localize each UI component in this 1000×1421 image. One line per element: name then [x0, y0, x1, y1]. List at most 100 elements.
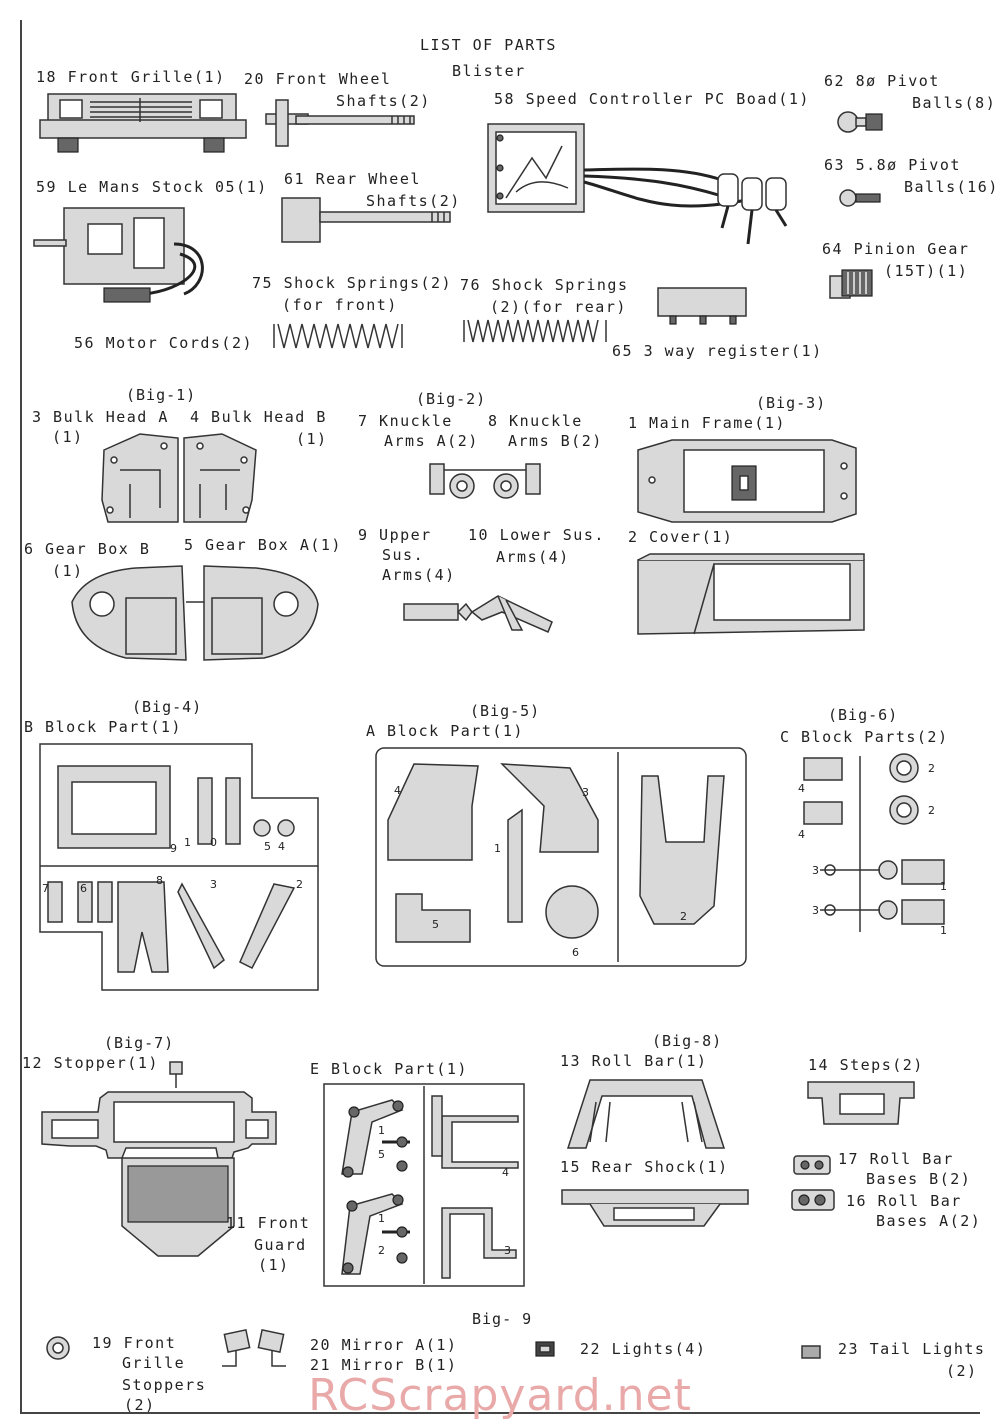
svg-text:5: 5 — [264, 840, 271, 853]
bulk-head-illustration — [101, 433, 257, 523]
stopper-illustration — [41, 1061, 277, 1257]
label-tail-lights-qty: (2) — [946, 1362, 978, 1380]
svg-text:7: 7 — [42, 882, 49, 895]
page-title: LIST OF PARTS — [420, 36, 557, 54]
svg-text:4: 4 — [798, 782, 805, 795]
svg-text:9: 9 — [170, 842, 177, 855]
svg-text:8: 8 — [156, 874, 163, 887]
tail-light-illustration — [801, 1345, 821, 1359]
label-c-block-parts: C Block Parts(2) — [780, 728, 949, 746]
steps-illustration — [807, 1081, 915, 1125]
svg-text:2: 2 — [378, 1244, 385, 1257]
svg-text:1: 1 — [184, 836, 191, 849]
label-upper-sus-arms-2: Sus. — [382, 546, 425, 564]
svg-text:5: 5 — [432, 918, 439, 931]
group-big-3: (Big-3) — [756, 394, 827, 412]
svg-text:4: 4 — [394, 784, 401, 797]
label-rear-springs-note: (2)(for rear) — [490, 298, 627, 316]
label-5-8mm-pivot-balls-qty: Balls(16) — [904, 178, 999, 196]
speed-controller-illustration — [487, 123, 788, 245]
label-a-block-part: A Block Part(1) — [366, 722, 524, 740]
label-roll-bar-bases-b: 17 Roll Bar — [838, 1150, 954, 1168]
svg-text:5: 5 — [378, 1148, 385, 1161]
label-le-mans-motor: 59 Le Mans Stock 05(1) — [36, 178, 268, 196]
label-e-block-part: E Block Part(1) — [310, 1060, 468, 1078]
label-front-wheel-shafts: 20 Front Wheel — [244, 70, 392, 88]
svg-text:2: 2 — [296, 878, 303, 891]
label-front-wheel-shafts-qty: Shafts(2) — [336, 92, 431, 110]
label-knuckle-arms-b-qty: Arms B(2) — [508, 432, 603, 450]
8mm-pivot-ball-illustration — [837, 111, 883, 133]
label-upper-sus-arms-qty: Arms(4) — [382, 566, 456, 584]
svg-text:2: 2 — [928, 804, 935, 817]
svg-text:1: 1 — [940, 924, 947, 937]
group-big-4: (Big-4) — [132, 698, 203, 716]
label-3-way-register: 65 3 way register(1) — [612, 342, 823, 360]
svg-text:4: 4 — [278, 840, 285, 853]
front-grille-illustration — [39, 93, 247, 153]
e-block-part-illustration: 15 12 43 — [323, 1083, 525, 1287]
label-8mm-pivot-balls: 62 8ø Pivot — [824, 72, 940, 90]
knuckle-arms-illustration — [429, 463, 541, 499]
label-front-grille-stoppers-2: Grille — [122, 1354, 186, 1372]
label-roll-bar-bases-b-qty: Bases B(2) — [866, 1170, 972, 1188]
svg-text:3: 3 — [582, 786, 589, 799]
label-upper-sus-arms: 9 Upper — [358, 526, 432, 544]
label-mirror-a: 20 Mirror A(1) — [310, 1336, 458, 1354]
three-way-register-illustration — [657, 287, 747, 325]
group-big-5: (Big-5) — [470, 702, 541, 720]
pinion-gear-illustration — [829, 269, 873, 299]
light-illustration — [535, 1341, 555, 1357]
label-bulk-head-b: 4 Bulk Head B — [190, 408, 327, 426]
label-bulk-head-a-qty: (1) — [52, 428, 84, 446]
svg-text:2: 2 — [680, 910, 687, 923]
group-big-1: (Big-1) — [126, 386, 197, 404]
svg-text:4: 4 — [502, 1166, 509, 1179]
svg-text:1: 1 — [378, 1212, 385, 1225]
page-border — [20, 20, 980, 1414]
label-lower-sus-arms: 10 Lower Sus. — [468, 526, 605, 544]
gear-box-illustration — [71, 565, 319, 661]
label-gear-box-b-qty: (1) — [52, 562, 84, 580]
label-rear-shock: 15 Rear Shock(1) — [560, 1158, 729, 1176]
label-rear-wheel-shafts-qty: Shafts(2) — [366, 192, 461, 210]
label-lights: 22 Lights(4) — [580, 1340, 707, 1358]
roll-bar-illustration — [566, 1079, 726, 1149]
svg-text:3: 3 — [210, 878, 217, 891]
c-block-parts-illustration: 44 22 33 11 — [798, 753, 947, 937]
watermark: RCScrapyard.net — [308, 1370, 692, 1421]
label-rear-springs: 76 Shock Springs — [460, 276, 629, 294]
label-roll-bar-bases-a-qty: Bases A(2) — [876, 1212, 982, 1230]
label-lower-sus-arms-qty: Arms(4) — [496, 548, 570, 566]
label-roll-bar: 13 Roll Bar(1) — [560, 1052, 708, 1070]
label-front-grille-stoppers: 19 Front — [92, 1334, 177, 1352]
label-front-guard-qty: (1) — [258, 1256, 290, 1274]
front-wheel-shaft-illustration — [265, 99, 415, 147]
roll-bar-base-a-illustration — [791, 1189, 835, 1211]
front-grille-stopper-illustration — [46, 1336, 70, 1360]
label-front-guard: 11 Front — [226, 1214, 311, 1232]
svg-text:3: 3 — [504, 1244, 511, 1257]
label-knuckle-arms-a-qty: Arms A(2) — [384, 432, 479, 450]
label-knuckle-arms-b: 8 Knuckle — [488, 412, 583, 430]
rear-spring-illustration — [463, 319, 607, 343]
label-motor-cords: 56 Motor Cords(2) — [74, 334, 254, 352]
label-b-block-part: B Block Part(1) — [24, 718, 182, 736]
label-bulk-head-a: 3 Bulk Head A — [32, 408, 169, 426]
mirrors-illustration — [222, 1329, 286, 1367]
label-main-frame: 1 Main Frame(1) — [628, 414, 786, 432]
group-big-2: (Big-2) — [416, 390, 487, 408]
suspension-arms-illustration — [403, 595, 553, 633]
label-speed-controller: 58 Speed Controller PC Boad(1) — [494, 90, 810, 108]
label-tail-lights: 23 Tail Lights — [838, 1340, 986, 1358]
svg-text:6: 6 — [572, 946, 579, 959]
label-front-springs-note: (for front) — [282, 296, 398, 314]
roll-bar-base-b-illustration — [793, 1155, 831, 1175]
label-stopper: 12 Stopper(1) — [22, 1054, 159, 1072]
group-big-7: (Big-7) — [104, 1034, 175, 1052]
rear-wheel-shaft-illustration — [281, 197, 451, 243]
label-pinion-gear-qty: (15T)(1) — [884, 262, 969, 280]
svg-text:3: 3 — [812, 864, 819, 877]
